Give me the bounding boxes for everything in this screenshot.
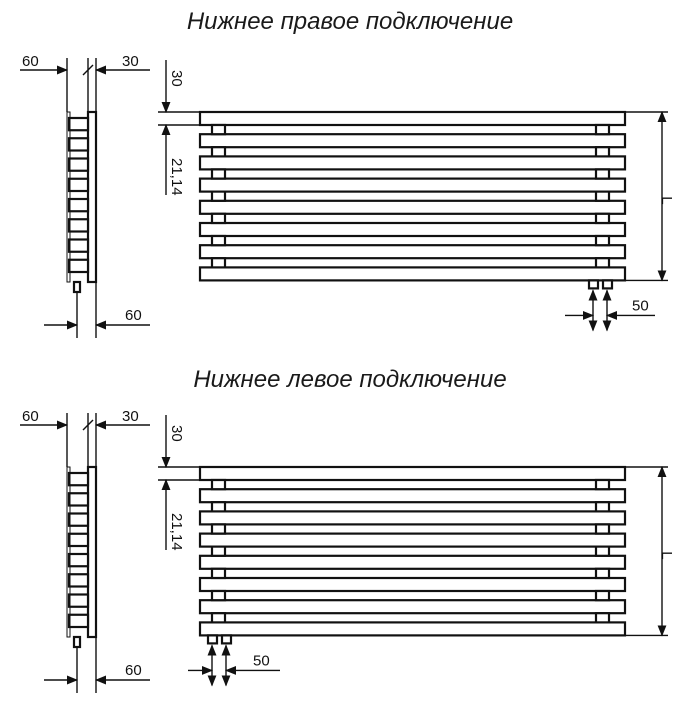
side-tube-end xyxy=(67,512,90,527)
radiator-collector xyxy=(210,190,227,202)
side-tube-end xyxy=(67,258,90,274)
radiator-collector xyxy=(210,123,227,136)
dimension-tick xyxy=(82,64,94,76)
radiator-tube xyxy=(198,554,627,570)
dimension-label-tube-height: 30 xyxy=(168,425,185,442)
radiator-collector xyxy=(210,168,227,180)
radiator-tube xyxy=(198,199,627,215)
dimension-label-height: L xyxy=(658,551,675,559)
radiator-collector xyxy=(210,589,227,602)
side-tube-end xyxy=(67,492,90,507)
side-tube-end xyxy=(67,613,90,629)
dimension-label-60-top: 60 xyxy=(22,408,39,425)
dimension-label-60-top: 60 xyxy=(22,53,39,70)
side-tube-end xyxy=(67,137,90,152)
radiator-collector xyxy=(210,523,227,535)
side-front-edge xyxy=(66,111,71,283)
radiator-collector xyxy=(594,545,611,557)
radiator-collector xyxy=(210,545,227,557)
radiator-collector xyxy=(594,257,611,269)
side-tube-end xyxy=(67,593,90,608)
dimension-label-pitch: 21,14 xyxy=(168,158,185,196)
side-tube-end xyxy=(67,532,90,548)
side-back-plate xyxy=(86,110,98,284)
radiator-collector xyxy=(594,123,611,136)
radiator-collector xyxy=(594,190,611,202)
radiator-collector xyxy=(210,212,227,225)
diagram-title-bottom-right-connection: Нижнее правое подключение xyxy=(186,8,514,35)
side-tube-end xyxy=(67,573,90,588)
radiator-collector xyxy=(594,168,611,180)
dimension-label-30-top: 30 xyxy=(122,53,139,70)
radiator-tube xyxy=(198,266,627,282)
side-tube-end xyxy=(67,197,90,213)
side-tube-end xyxy=(67,218,90,233)
connection-pipe xyxy=(601,279,614,290)
radiator-collector xyxy=(594,612,611,624)
side-front-edge xyxy=(66,466,71,638)
radiator-tube xyxy=(198,599,627,615)
radiator-tube xyxy=(198,244,627,260)
radiator-collector xyxy=(594,478,611,491)
dimension-label-30-top: 30 xyxy=(122,408,139,425)
side-pipe xyxy=(72,635,82,649)
radiator-collector xyxy=(594,234,611,247)
dimension-label-pipe-spacing: 50 xyxy=(253,652,270,669)
radiator-collector xyxy=(210,501,227,513)
radiator-collector xyxy=(594,589,611,602)
radiator-tube xyxy=(198,110,627,127)
diagram-title-bottom-left-connection: Нижнее левое подключение xyxy=(193,366,507,393)
radiator-tube xyxy=(198,177,627,193)
radiator-collector xyxy=(210,612,227,624)
side-tube-end xyxy=(67,116,90,132)
radiator-collector xyxy=(210,234,227,247)
dimension-label-60-bottom: 60 xyxy=(125,662,142,679)
radiator-collector xyxy=(594,501,611,513)
side-back-plate xyxy=(86,465,98,639)
side-tube-end xyxy=(67,157,90,172)
dimension-label-pipe-spacing: 50 xyxy=(632,297,649,314)
side-tube-end xyxy=(67,471,90,487)
radiator-tube xyxy=(198,532,627,548)
side-tube-end xyxy=(67,238,90,253)
connection-pipe xyxy=(220,634,233,645)
dimension-label-height: L xyxy=(658,196,675,204)
connection-pipe xyxy=(206,634,219,645)
radiator-tube xyxy=(198,510,627,526)
radiator-tube xyxy=(198,221,627,238)
radiator-collector xyxy=(210,567,227,580)
side-tube-end xyxy=(67,177,90,193)
radiator-collector xyxy=(594,146,611,158)
radiator-collector xyxy=(594,523,611,535)
radiator-tube xyxy=(198,465,627,482)
radiator-collector xyxy=(210,146,227,158)
dimension-label-pitch: 21,14 xyxy=(168,513,185,551)
radiator-tube xyxy=(198,488,627,504)
side-tube-end xyxy=(67,552,90,568)
radiator-tube xyxy=(198,621,627,637)
dimension-tick xyxy=(82,419,94,431)
radiator-tube xyxy=(198,576,627,593)
radiator-tube xyxy=(198,155,627,171)
side-pipe xyxy=(72,280,82,294)
radiator-collector xyxy=(210,478,227,491)
dimension-label-60-bottom: 60 xyxy=(125,307,142,324)
radiator-tube xyxy=(198,133,627,149)
connection-pipe xyxy=(587,279,600,290)
radiator-collector xyxy=(594,212,611,225)
dimension-label-tube-height: 30 xyxy=(168,70,185,87)
radiator-collector xyxy=(210,257,227,269)
radiator-collector xyxy=(594,567,611,580)
